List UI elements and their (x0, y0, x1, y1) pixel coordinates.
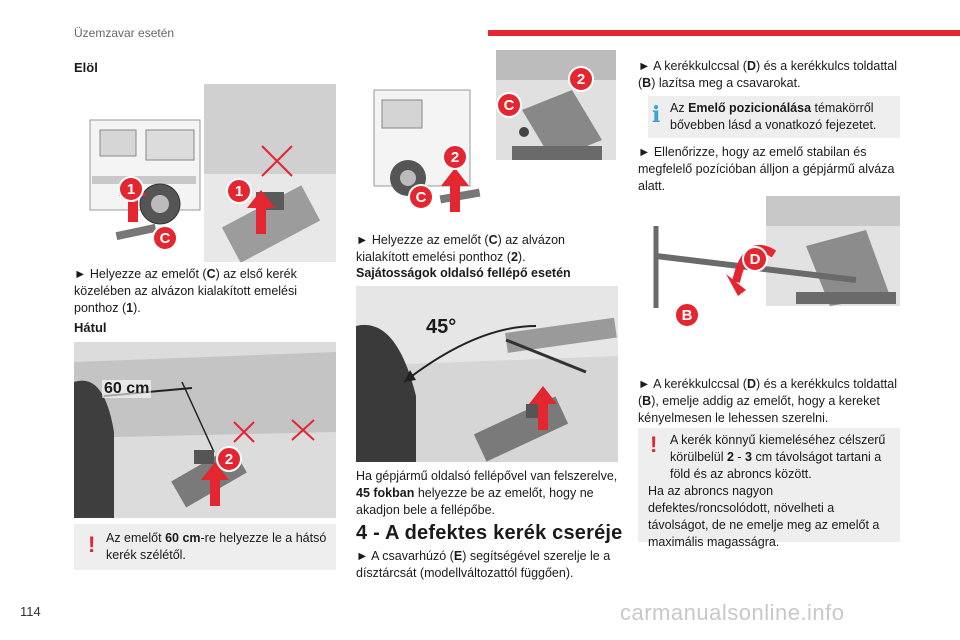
section-title: 4 - A defektes kerék cseréje (356, 522, 623, 544)
info-note: i Az Emelő pozicionálása témakörről bőve… (648, 96, 900, 138)
info-icon: i (652, 102, 661, 128)
front-instruction: ► Helyezze az emelőt (C) az első kerék k… (74, 267, 298, 315)
warning-icon: ! (88, 532, 96, 557)
callout-c: C (152, 225, 178, 251)
distance-label: 60 cm (102, 380, 152, 398)
lift-height-warning: ! A kerék könnyű kiemeléséhez célszerű k… (638, 428, 900, 549)
callout-2: 2 (568, 66, 594, 92)
callout-2: 2 (216, 446, 242, 472)
callout-2: 2 (442, 144, 468, 170)
watermark: carmanualsonline.info (620, 600, 845, 625)
lift-arrow-icon (201, 462, 229, 506)
front-jack-figure (86, 84, 336, 262)
callout-1: 1 (118, 176, 144, 202)
page-number: 114 (20, 604, 41, 619)
info-text: Az Emelő pozicionálása témakörről bővebb… (670, 101, 877, 132)
rear-heading: Hátul (74, 320, 107, 335)
loosen-instruction: ► A kerékkulccsal (D) és a kerékkulcs to… (638, 59, 898, 90)
header-accent-bar (488, 30, 960, 36)
warning-icon: ! (650, 432, 658, 457)
hubcap-instruction: ► A csavarhúzó (E) segítségével szerelje… (356, 549, 611, 580)
running-header: Üzemzavar esetén (74, 26, 175, 40)
lift-height-warning-text: A kerék könnyű kiemeléséhez célszerű kör… (648, 433, 886, 549)
callout-b: B (674, 302, 700, 328)
callout-1: 1 (226, 178, 252, 204)
rear-warning-note: ! Az emelőt 60 cm-re helyezze le a hátsó… (74, 524, 336, 570)
check-instruction: ► Ellenőrizze, hogy az emelő stabilan és… (638, 145, 895, 193)
front-heading: Elöl (74, 60, 98, 75)
lift-arrow-icon (247, 190, 275, 234)
callout-c: C (496, 92, 522, 118)
rear-warning-text: Az emelőt 60 cm-re helyezze le a hátsó k… (106, 531, 327, 562)
lift-arrow-icon (441, 168, 469, 212)
rear-jack-figure (74, 342, 336, 518)
lift-arrow-icon (529, 386, 557, 430)
side-step-text: Ha gépjármű oldalsó fellépővel van felsz… (356, 469, 618, 517)
side-step-figure (356, 286, 618, 462)
rear-instruction: ► Helyezze az emelőt (C) az alvázon kial… (356, 233, 565, 264)
wrench-figure (646, 196, 900, 342)
callout-d: D (742, 246, 768, 272)
side-step-heading: Sajátosságok oldalsó fellépő esetén (356, 266, 571, 280)
callout-c: C (408, 184, 434, 210)
angle-label: 45° (426, 316, 457, 338)
raise-instruction: ► A kerékkulccsal (D) és a kerékkulcs to… (638, 377, 898, 425)
